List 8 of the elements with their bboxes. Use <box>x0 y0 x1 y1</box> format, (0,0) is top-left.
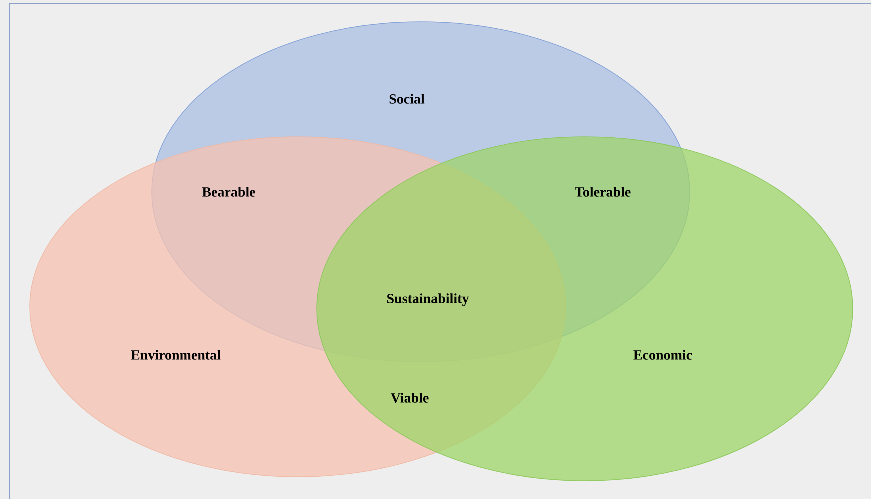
ellipse-label: Economic <box>634 350 692 360</box>
ellipse-label: Environmental <box>131 350 221 360</box>
ellipse-label: Social <box>390 94 425 104</box>
venn-ellipse <box>316 136 854 482</box>
overlap-label: Bearable <box>202 187 256 197</box>
overlap-label: Viable <box>390 393 429 403</box>
overlap-label: Tolerable <box>575 187 631 197</box>
overlap-label: Sustainability <box>388 294 470 306</box>
